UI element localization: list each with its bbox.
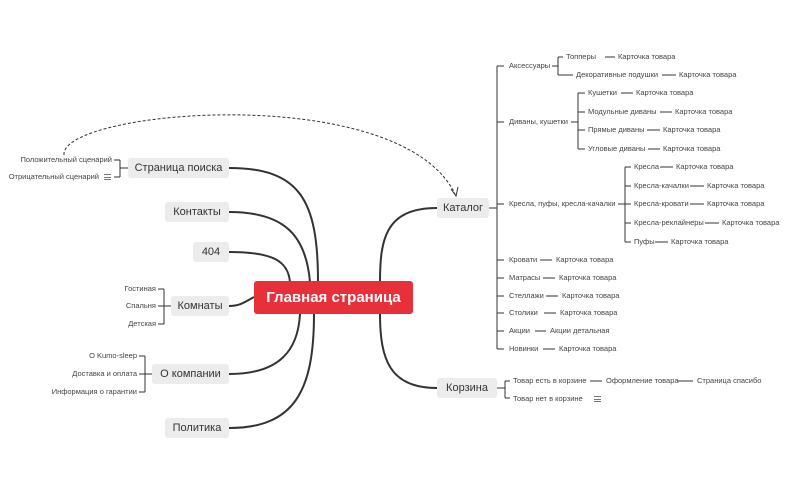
product-card[interactable]: Карточка товара	[556, 255, 614, 264]
topic-catalog[interactable]: Каталог	[437, 198, 489, 218]
topic-rooms[interactable]: Комнаты	[171, 296, 229, 316]
product-card[interactable]: Карточка товара	[559, 273, 617, 282]
subtopic-chair-beds[interactable]: Кресла-кровати	[634, 199, 689, 208]
subtopic-chairs-poufs[interactable]: Кресла, пуфы, кресла-качалки	[509, 199, 616, 208]
product-card[interactable]: Карточка товара	[618, 52, 676, 61]
subtopic-living-room[interactable]: Гостиная	[124, 284, 156, 293]
subtopic-rocking-chairs[interactable]: Кресла-качалки	[634, 181, 689, 190]
product-card[interactable]: Карточка товара	[722, 218, 780, 227]
subtopic-item-in-cart[interactable]: Товар есть в корзине	[513, 376, 587, 385]
subtopic-negative-scenario[interactable]: Отрицательный сценарий	[8, 172, 99, 181]
topic-search-page[interactable]: Страница поиска	[128, 158, 229, 178]
product-card[interactable]: Карточка товара	[562, 291, 620, 300]
subtopic-tables[interactable]: Столики	[509, 308, 538, 317]
subtopic-promo-detail[interactable]: Акции детальная	[550, 326, 610, 335]
topic-about-company[interactable]: О компании	[152, 364, 229, 384]
product-card[interactable]: Карточка товара	[707, 199, 765, 208]
subtopic-poufs[interactable]: Пуфы	[634, 237, 655, 246]
subtopic-bedroom[interactable]: Спальня	[125, 301, 156, 310]
topic-404[interactable]: 404	[193, 242, 229, 262]
subtopic-thank-you-page[interactable]: Страница спасибо	[697, 376, 762, 385]
topic-cart[interactable]: Корзина	[437, 378, 497, 398]
subtopic-corner-sofas[interactable]: Угловые диваны	[588, 144, 646, 153]
subtopic-sofas-couches[interactable]: Диваны, кушетки	[509, 117, 569, 126]
subtopic-about-kumo[interactable]: О Kumo-sleep	[89, 351, 137, 360]
notes-icon[interactable]	[104, 174, 111, 180]
product-card[interactable]: Карточка товара	[675, 107, 733, 116]
subtopic-mattresses[interactable]: Матрасы	[509, 273, 541, 282]
topic-policy[interactable]: Политика	[165, 418, 229, 438]
subtopic-positive-scenario[interactable]: Положительный сценарий	[20, 155, 112, 164]
subtopic-beds[interactable]: Кровати	[509, 255, 538, 264]
subtopic-decor-pillows[interactable]: Декоративные подушки	[576, 70, 659, 79]
subtopic-straight-sofas[interactable]: Прямые диваны	[588, 125, 645, 134]
product-card[interactable]: Карточка товара	[636, 88, 694, 97]
subtopic-new-arrivals[interactable]: Новинки	[509, 344, 539, 353]
product-card[interactable]: Карточка товара	[679, 70, 737, 79]
subtopic-warranty-info[interactable]: Информация о гарантии	[51, 387, 137, 396]
product-card[interactable]: Карточка товара	[663, 144, 721, 153]
topic-contacts[interactable]: Контакты	[165, 202, 229, 222]
subtopic-recliners[interactable]: Кресла-реклайнеры	[634, 218, 704, 227]
subtopic-accessories[interactable]: Аксессуары	[509, 61, 551, 70]
subtopic-delivery-payment[interactable]: Доставка и оплата	[72, 369, 137, 378]
subtopic-armchairs[interactable]: Кресла	[634, 162, 660, 171]
product-card[interactable]: Карточка товара	[671, 237, 729, 246]
product-card[interactable]: Карточка товара	[560, 308, 618, 317]
subtopic-checkout[interactable]: Оформление товара	[606, 376, 679, 385]
central-topic[interactable]: Главная страница	[254, 281, 413, 314]
subtopic-couches[interactable]: Кушетки	[588, 88, 617, 97]
product-card[interactable]: Карточка товара	[707, 181, 765, 190]
product-card[interactable]: Карточка товара	[663, 125, 721, 134]
subtopic-shelving[interactable]: Стеллажи	[509, 291, 544, 300]
subtopic-modular-sofas[interactable]: Модульные диваны	[588, 107, 657, 116]
subtopic-toppers[interactable]: Топперы	[566, 52, 597, 61]
subtopic-empty-cart[interactable]: Товар нет в корзине	[513, 394, 583, 403]
product-card[interactable]: Карточка товара	[676, 162, 734, 171]
subtopic-promotions[interactable]: Акции	[509, 326, 530, 335]
notes-icon[interactable]	[594, 396, 601, 402]
subtopic-kids-room[interactable]: Детская	[128, 319, 156, 328]
product-card[interactable]: Карточка товара	[559, 344, 617, 353]
